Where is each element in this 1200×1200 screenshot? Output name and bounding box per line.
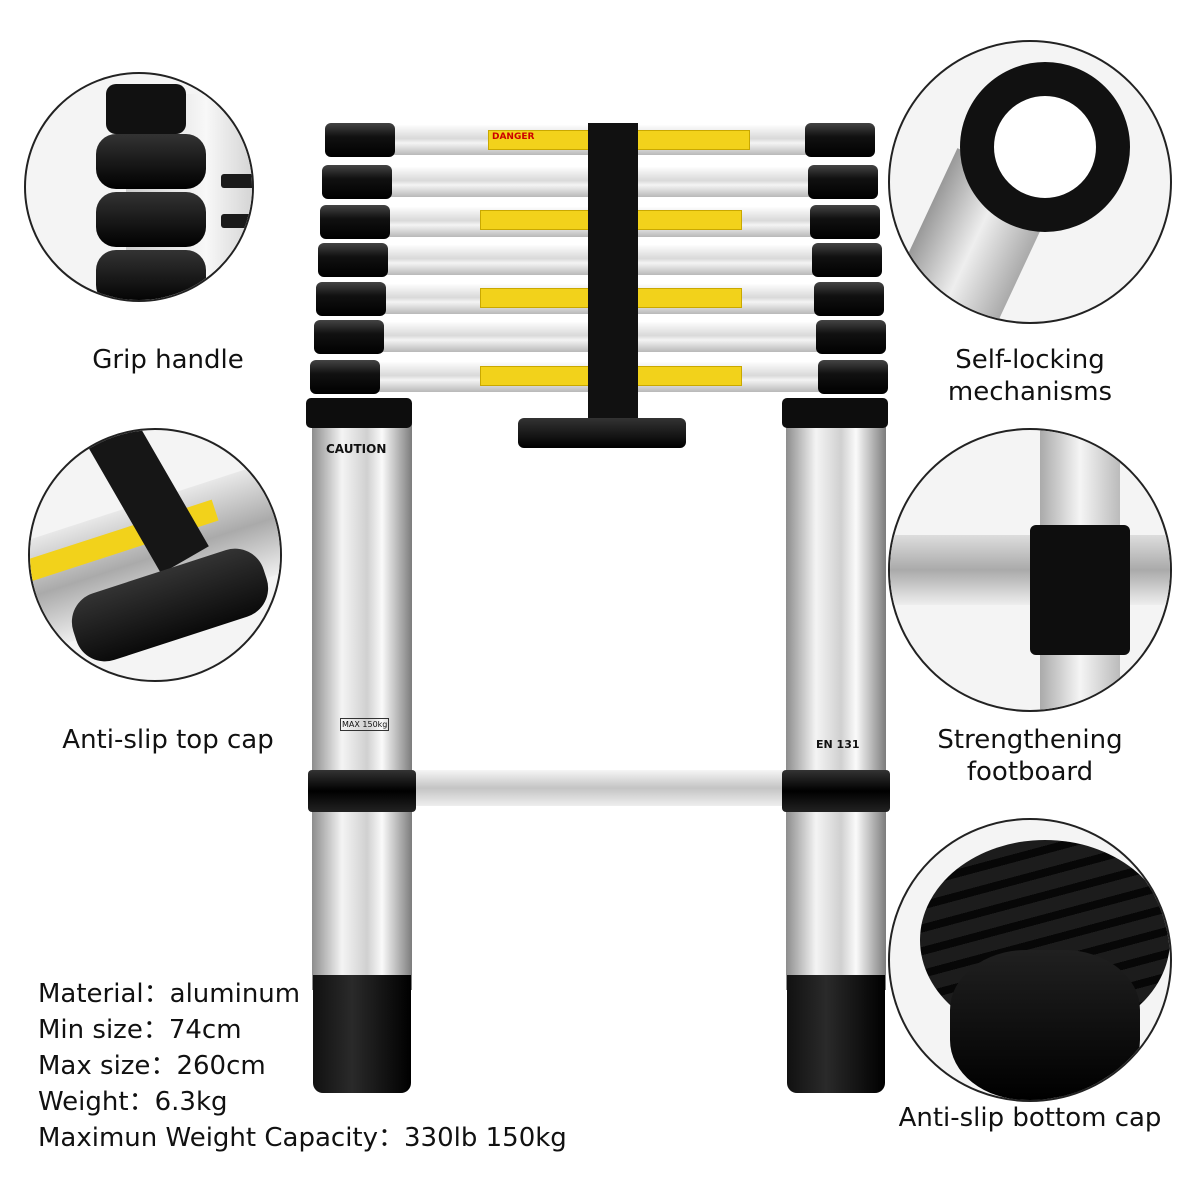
strengthening-label-line2: footboard <box>966 757 1094 787</box>
grip-handle-detail-image <box>24 72 254 302</box>
spec-label: Weight： <box>38 1087 155 1117</box>
spec-material: Material：aluminum <box>38 976 300 1012</box>
spec-value: 330lb 150kg <box>404 1123 567 1153</box>
spec-max-capacity: Maximun Weight Capacity：330lb 150kg <box>38 1120 567 1156</box>
self-locking-detail-image <box>888 40 1172 324</box>
spec-value: 6.3kg <box>154 1087 228 1117</box>
spec-label: Min size： <box>38 1015 169 1045</box>
strengthening-label-line1: Strengthening <box>937 725 1123 755</box>
self-locking-label-line1: Self-locking <box>955 345 1105 375</box>
anti-slip-top-cap-detail-image <box>28 428 282 682</box>
anti-slip-bottom-cap-label: Anti-slip bottom cap <box>898 1103 1162 1133</box>
spec-weight: Weight：6.3kg <box>38 1084 228 1120</box>
spec-label: Max size： <box>38 1051 177 1081</box>
caution-label: CAUTION <box>326 442 387 456</box>
max-load-label: MAX 150kg <box>340 718 390 731</box>
spec-value: aluminum <box>169 979 301 1009</box>
standard-label: EN 131 <box>816 738 860 751</box>
spec-value: 74cm <box>168 1015 242 1045</box>
ladder-carry-handle <box>518 418 686 448</box>
anti-slip-top-cap-label: Anti-slip top cap <box>62 725 274 755</box>
danger-label: DANGER <box>492 132 535 142</box>
spec-value: 260cm <box>176 1051 266 1081</box>
self-locking-label-line2: mechanisms <box>947 377 1113 407</box>
anti-slip-bottom-cap-detail-image <box>888 818 1172 1102</box>
strengthening-footboard-detail-image <box>888 428 1172 712</box>
spec-max-size: Max size：260cm <box>38 1048 266 1084</box>
grip-handle-label: Grip handle <box>92 345 244 375</box>
ladder-strap <box>588 123 638 423</box>
spec-label: Material： <box>38 979 170 1009</box>
spec-label: Maximun Weight Capacity： <box>38 1123 404 1153</box>
spec-min-size: Min size：74cm <box>38 1012 242 1048</box>
